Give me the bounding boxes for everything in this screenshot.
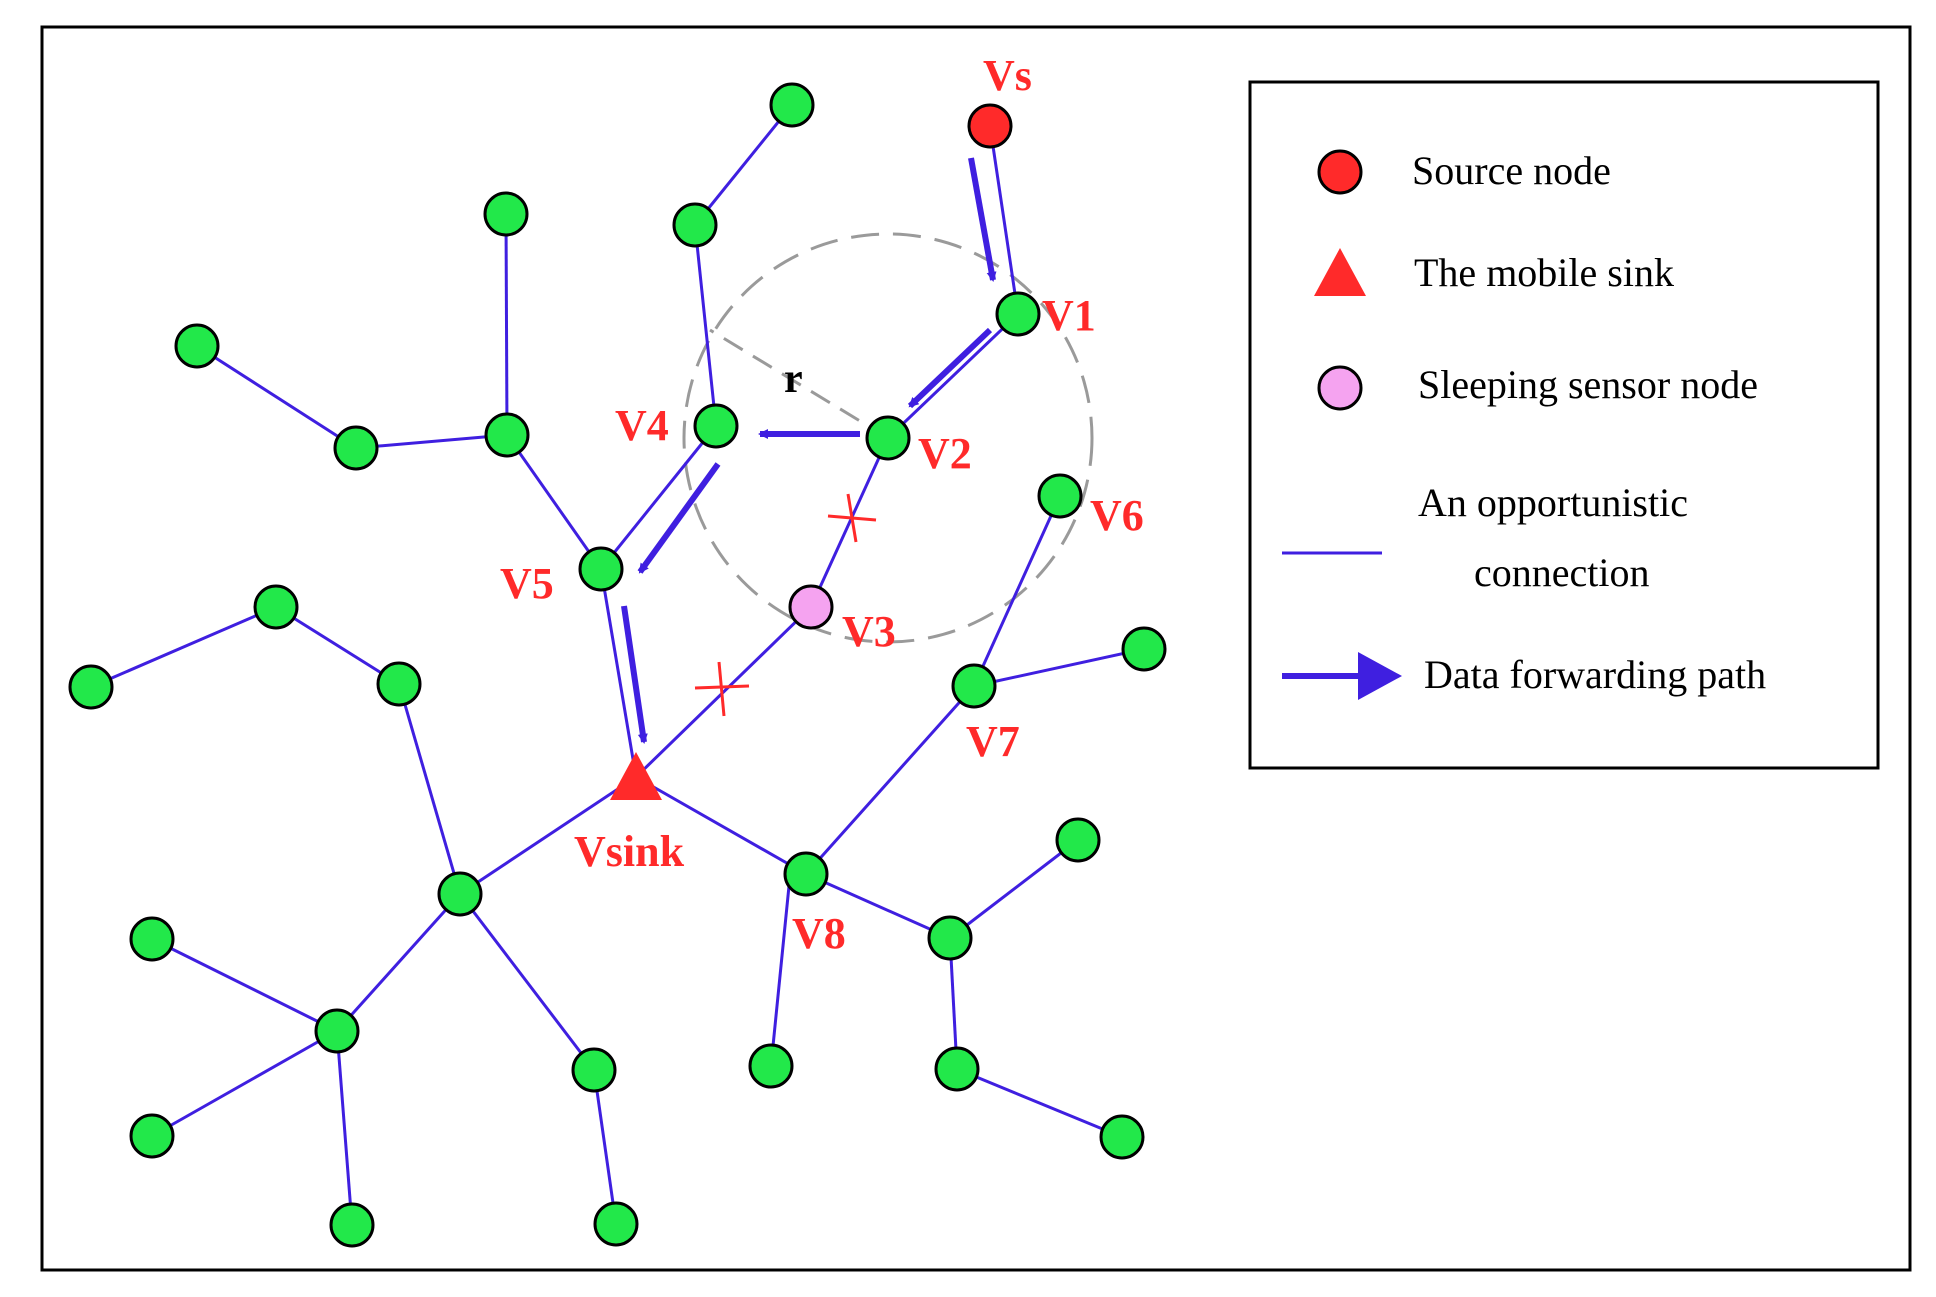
sensor-node — [253, 584, 299, 630]
label-v6: V6 — [1090, 491, 1144, 540]
sensor-node — [927, 915, 973, 961]
edge — [805, 872, 951, 940]
legend-forwarding-text: Data forwarding path — [1424, 652, 1766, 697]
legend-sleeping-text: Sleeping sensor node — [1418, 362, 1758, 407]
edge — [886, 312, 1020, 440]
sensor-node — [483, 191, 529, 237]
edge — [196, 344, 357, 450]
label-v7: V7 — [966, 717, 1020, 766]
legend-sink-icon — [1314, 248, 1366, 296]
edge — [275, 605, 400, 686]
legend: Source node The mobile sink Sleeping sen… — [1248, 80, 1880, 770]
edge — [809, 437, 890, 608]
legend-sleeping-icon — [1317, 365, 1363, 411]
sensor-nodes — [68, 82, 1167, 1248]
forwarding-arrow — [637, 462, 721, 574]
sensor-node — [129, 916, 175, 962]
edge — [505, 434, 603, 570]
legend-forwarding-arrowhead — [1358, 652, 1402, 700]
sensor-node — [1099, 1114, 1145, 1160]
edge — [973, 647, 1145, 688]
sensor-node-v4 — [693, 403, 739, 449]
edge — [355, 433, 508, 450]
sensor-node-v8 — [783, 851, 829, 897]
legend-source-text: Source node — [1412, 148, 1611, 193]
sensor-node — [314, 1008, 360, 1054]
sensor-node — [934, 1046, 980, 1092]
label-vsink: Vsink — [574, 827, 685, 876]
edge — [397, 683, 462, 895]
edge — [151, 1029, 338, 1138]
sensor-node — [769, 82, 815, 128]
edge — [599, 568, 638, 778]
edge — [956, 1067, 1123, 1139]
edge — [769, 875, 792, 1067]
edge — [592, 1069, 618, 1225]
sensor-node-v2 — [865, 415, 911, 461]
sensor-node — [672, 202, 718, 248]
edge — [599, 425, 718, 570]
label-v4: V4 — [615, 401, 669, 450]
label-v2: V2 — [918, 429, 972, 478]
edge — [949, 838, 1079, 940]
cross-mark — [717, 661, 726, 717]
sensor-node — [1121, 626, 1167, 672]
sensor-node — [129, 1113, 175, 1159]
sensor-node — [437, 871, 483, 917]
edge — [634, 605, 813, 779]
label-v5: V5 — [500, 559, 554, 608]
label-v1: V1 — [1042, 291, 1096, 340]
legend-connection-text-2: connection — [1474, 550, 1650, 595]
label-vs: Vs — [983, 51, 1032, 100]
broken-link-markers — [694, 493, 877, 717]
node-labels: Vs V1 V2 V3 V4 V5 V6 V7 V8 Vsink — [500, 51, 1144, 958]
source-node-vs — [967, 103, 1013, 149]
legend-connection-text-1: An opportunistic — [1418, 480, 1688, 525]
edge — [335, 892, 462, 1033]
sensor-node — [329, 1202, 375, 1248]
edges — [90, 104, 1145, 1226]
sensor-node — [174, 323, 220, 369]
sensor-node — [484, 412, 530, 458]
legend-box — [1248, 80, 1880, 770]
sensor-node-v6 — [1037, 473, 1083, 519]
edge — [693, 224, 718, 427]
mobile-sink-triangle — [610, 752, 662, 800]
forwarding-arrow — [907, 327, 993, 409]
edge — [459, 775, 637, 896]
sensor-node — [571, 1047, 617, 1093]
sensor-node-v7 — [951, 663, 997, 709]
sensor-node-v5 — [578, 546, 624, 592]
edge — [458, 893, 596, 1071]
sensor-node — [748, 1043, 794, 1089]
edge — [635, 775, 807, 876]
radius-line — [709, 328, 889, 440]
sensor-node — [376, 661, 422, 707]
edge — [972, 495, 1062, 687]
sensor-node-v1 — [995, 291, 1041, 337]
sensor-node — [593, 1201, 639, 1247]
sensor-node — [68, 664, 114, 710]
legend-sink-text: The mobile sink — [1414, 250, 1674, 295]
radius-label: r — [784, 356, 803, 402]
edge — [804, 685, 976, 875]
label-v8: V8 — [792, 909, 846, 958]
edge — [504, 213, 509, 436]
sensor-node — [333, 425, 379, 471]
sensor-node — [1055, 817, 1101, 863]
edge — [335, 1030, 354, 1226]
cross-mark — [846, 493, 858, 543]
label-v3: V3 — [842, 607, 896, 656]
legend-source-icon — [1317, 149, 1363, 195]
edge — [693, 104, 794, 226]
forwarding-arrow — [621, 605, 648, 744]
sleeping-node-v3 — [788, 584, 834, 630]
edge — [90, 605, 277, 689]
forwarding-arrow — [968, 157, 997, 282]
edge — [988, 125, 1020, 315]
forwarding-arrows — [621, 157, 997, 744]
edge — [151, 937, 338, 1033]
communication-range-circle — [682, 232, 1094, 644]
